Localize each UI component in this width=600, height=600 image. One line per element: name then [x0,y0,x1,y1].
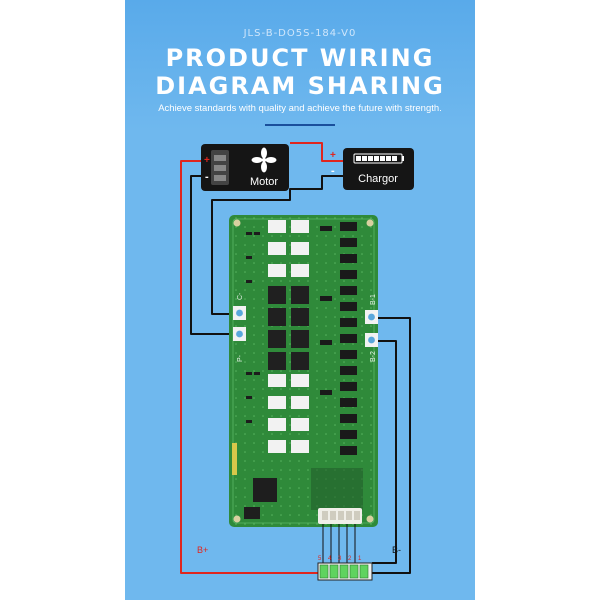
battery-gauge-icon [353,153,404,164]
cell-numbers: 5 4 3 2 1 [318,556,362,562]
cell-number: 1 [358,556,362,562]
balance-leads [322,524,356,563]
black-wire-b2 [372,340,397,564]
tagline: Achieve standards with quality and achie… [158,103,442,114]
mount-hole [366,219,374,227]
header-band [125,0,475,130]
b-minus-label: B- [392,545,401,555]
cell-number: 3 [338,556,342,562]
black-wire-charger-minus [211,175,343,315]
black-wire-motor-minus [190,175,240,335]
motor-plus-sign: + [204,155,210,166]
pad-label-b2: B-2 [370,351,377,362]
motor-minus-sign: - [205,171,209,183]
red-wires [180,142,343,574]
right-component-column [320,222,357,455]
pad-label-c-minus: C- [237,292,244,300]
mosfet-array [268,220,309,453]
cell-number: 4 [328,556,332,562]
bms-board: C- P- B-1 B-2 [229,215,378,527]
connection-pads [233,306,378,347]
title-line-1: PRODUCT WIRING [165,44,435,72]
mount-hole [233,515,241,523]
control-section [232,443,363,524]
red-wire-bplus-loop [180,160,318,574]
mount-hole [366,515,374,523]
black-wires [190,175,411,574]
blue-panel: JLS-B-DO5S-184-V0 PRODUCT WIRING DIAGRAM… [125,0,475,600]
red-wire-charger-plus [290,142,343,162]
left-component-column [246,232,260,423]
charger-label: Chargor [358,173,398,185]
black-wire-b1 [372,317,411,574]
charger-device: + - Chargor [330,148,414,190]
cell-number: 2 [348,556,352,562]
motor-device: + - Motor [201,144,289,191]
charger-minus-sign: - [331,165,335,177]
pad-label-p-minus: P- [237,354,244,362]
battery-cells [317,562,373,581]
cell-number: 5 [318,556,322,562]
fan-icon [251,147,277,173]
motor-label: Motor [250,176,278,188]
title-line-2: DIAGRAM SHARING [155,72,445,100]
b-plus-label: B+ [197,545,208,555]
charger-plus-sign: + [330,150,336,161]
pad-label-b1: B-1 [370,294,377,305]
model-code: JLS-B-DO5S-184-V0 [243,28,357,39]
mount-hole [233,219,241,227]
title-underline [265,124,335,126]
